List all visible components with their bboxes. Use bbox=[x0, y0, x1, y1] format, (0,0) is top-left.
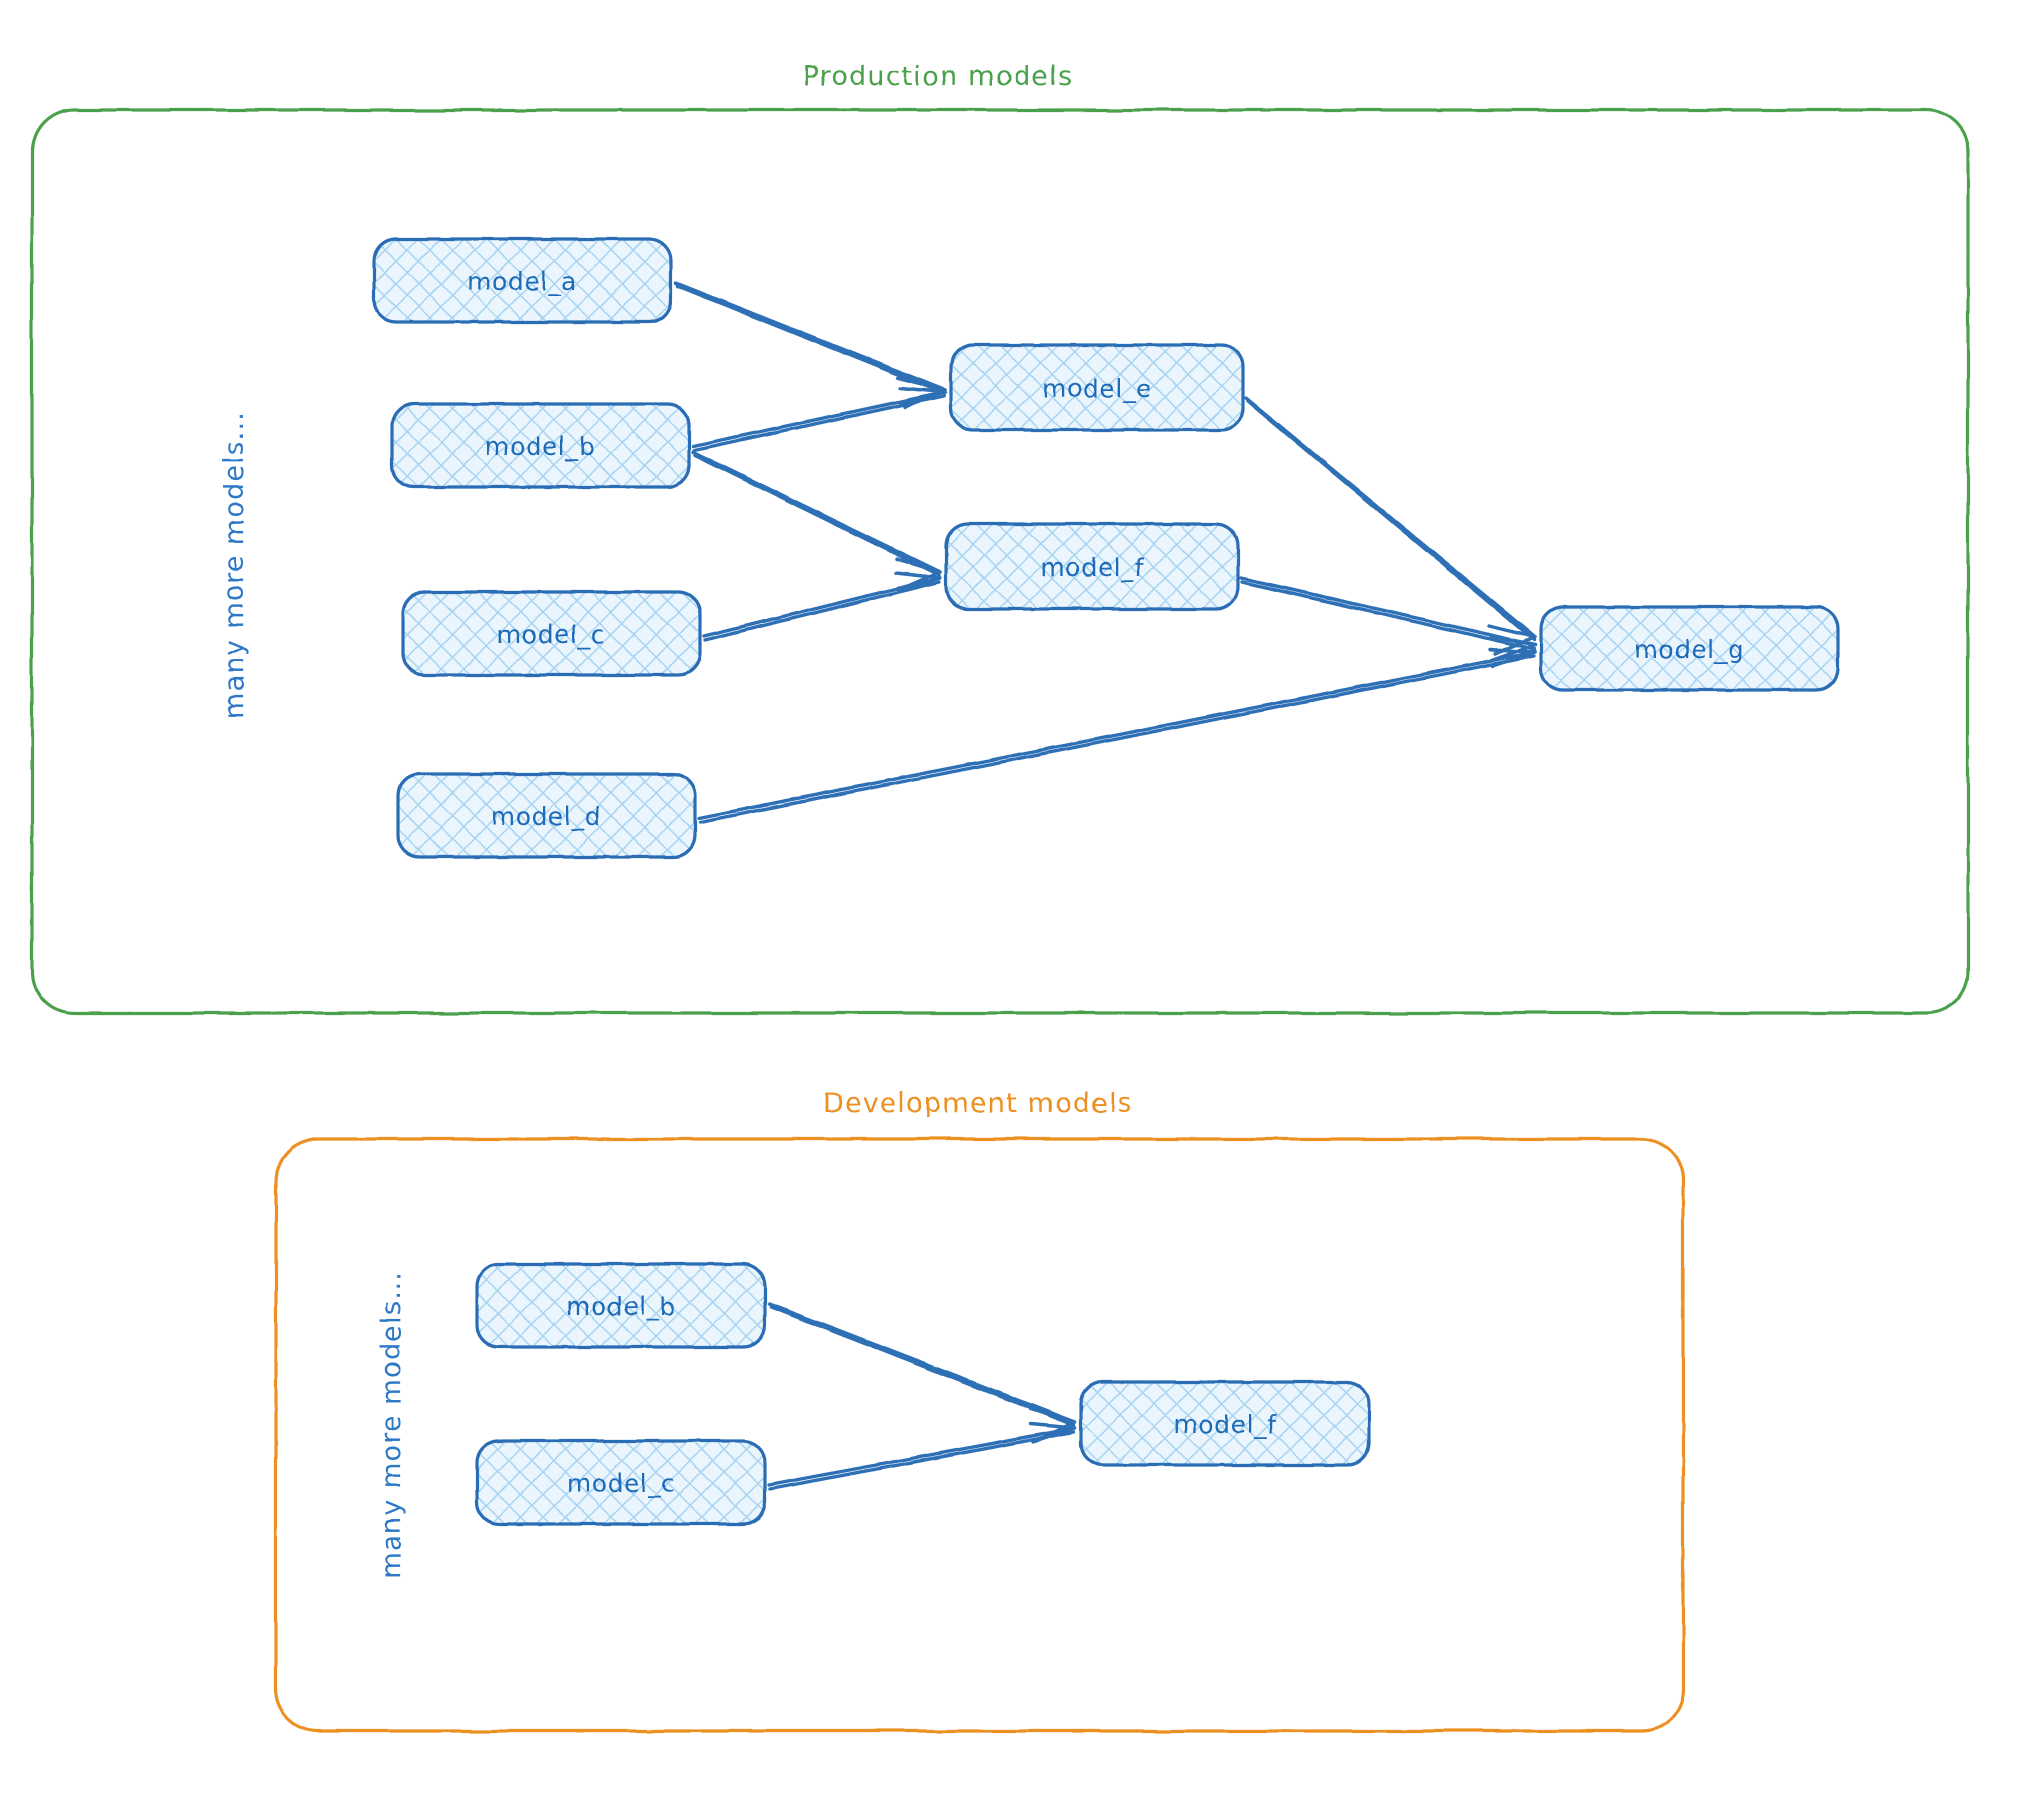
production-group-border bbox=[30, 108, 1970, 1015]
node-prod-model-a[interactable]: model_a bbox=[372, 237, 673, 324]
node-prod-model-f[interactable]: model_f bbox=[944, 522, 1240, 611]
node-prod-model-g[interactable]: model_g bbox=[1539, 605, 1840, 692]
group-development: Development models many more models... bbox=[274, 1088, 1685, 1733]
development-nodes: model_b model_c model_f bbox=[475, 1262, 1371, 1526]
node-label: model_d bbox=[491, 802, 601, 831]
node-dev-model-b[interactable]: model_b bbox=[475, 1262, 767, 1349]
edge-devc-to-devf bbox=[767, 1422, 1077, 1491]
node-label: model_b bbox=[485, 432, 595, 461]
production-side-label: many more models... bbox=[219, 411, 250, 719]
node-prod-model-c[interactable]: model_c bbox=[401, 590, 702, 677]
node-label: model_f bbox=[1040, 553, 1144, 582]
development-group-border bbox=[274, 1137, 1685, 1733]
edge-b-to-f bbox=[691, 450, 942, 590]
production-edges bbox=[674, 281, 1537, 824]
edge-b-to-e bbox=[691, 386, 947, 452]
development-edges bbox=[767, 1302, 1077, 1491]
node-label: model_c bbox=[567, 1469, 675, 1498]
node-label: model_b bbox=[566, 1292, 676, 1321]
node-label: model_f bbox=[1173, 1410, 1277, 1439]
edge-d-to-g bbox=[697, 648, 1537, 824]
node-label: model_g bbox=[1634, 635, 1744, 664]
edge-f-to-g bbox=[1239, 576, 1537, 662]
node-prod-model-b[interactable]: model_b bbox=[390, 402, 691, 489]
production-nodes: model_a model_b model_c model_d model_e … bbox=[372, 237, 1840, 859]
edge-c-to-f bbox=[702, 571, 942, 642]
node-prod-model-e[interactable]: model_e bbox=[949, 343, 1245, 432]
node-dev-model-c[interactable]: model_c bbox=[475, 1439, 767, 1526]
node-prod-model-d[interactable]: model_d bbox=[396, 772, 697, 859]
development-group-title: Development models bbox=[823, 1088, 1133, 1119]
development-side-label: many more models... bbox=[376, 1271, 407, 1579]
node-label: model_c bbox=[497, 620, 605, 649]
node-label: model_a bbox=[467, 267, 577, 296]
node-label: model_e bbox=[1042, 374, 1152, 403]
edge-devb-to-devf bbox=[767, 1302, 1077, 1442]
node-dev-model-f[interactable]: model_f bbox=[1079, 1380, 1371, 1467]
group-production: Production models many more models... bbox=[30, 61, 1970, 1015]
production-group-title: Production models bbox=[803, 61, 1074, 92]
